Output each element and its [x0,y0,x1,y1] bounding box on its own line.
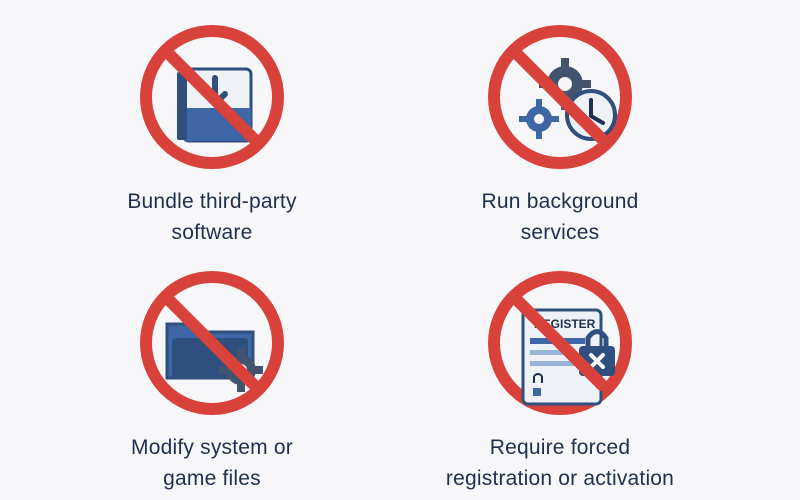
prohibition-gears-clock-icon [488,25,632,169]
restriction-label: Require forced registration or activatio… [445,436,675,490]
prohibition-circle [488,25,632,169]
prohibition-circle [140,25,284,169]
prohibition-circle [140,271,284,415]
prohibition-download-box-icon [140,25,284,169]
prohibition-circle [488,271,632,415]
restriction-label: Bundle third-party software [127,190,297,244]
restriction-item-background-services: Run background services [380,22,740,248]
restriction-item-forced-registration: REGISTER Require forced registration or … [380,268,740,494]
prohibition-slash [164,295,260,391]
gears-clock-icon [519,58,617,141]
prohibition-slash [512,49,608,145]
restriction-item-bundle-software: Bundle third-party software [32,22,392,248]
prohibition-slash [512,295,608,391]
restriction-item-modify-files: Modify system or game files [32,268,392,494]
prohibition-slash [164,49,260,145]
prohibition-folder-gear-icon [140,271,284,415]
prohibition-register-lock-icon: REGISTER [488,271,632,415]
restriction-label: Modify system or game files [131,436,293,490]
restriction-label: Run background services [481,190,639,244]
